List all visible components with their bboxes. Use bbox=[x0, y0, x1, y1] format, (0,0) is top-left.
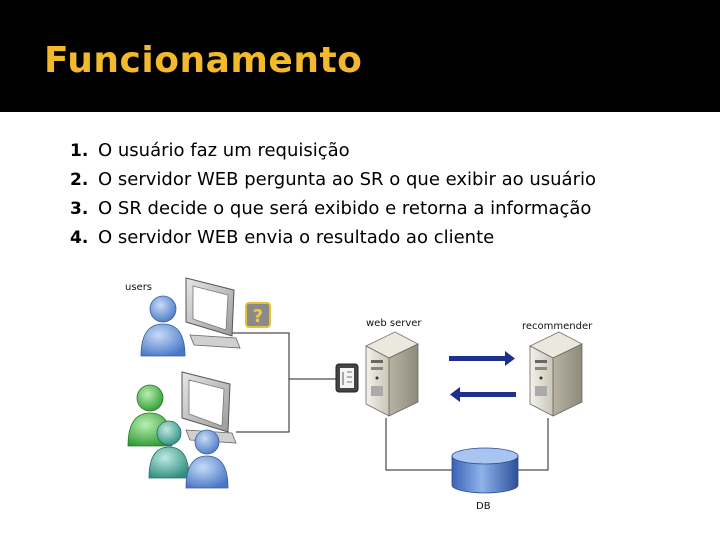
arrow-right-icon bbox=[449, 351, 515, 366]
page-title: Funcionamento bbox=[44, 40, 363, 81]
step-number: 3. bbox=[70, 199, 89, 219]
svg-text:?: ? bbox=[253, 306, 263, 327]
arrow-left-icon bbox=[450, 387, 516, 402]
step-number: 2. bbox=[70, 170, 89, 190]
step-number: 1. bbox=[70, 141, 89, 161]
step-number: 4. bbox=[70, 228, 89, 248]
step-text: O servidor WEB pergunta ao SR o que exib… bbox=[98, 169, 596, 190]
webserver-label: web server bbox=[366, 318, 422, 329]
step-text: O usuário faz um requisição bbox=[98, 140, 350, 161]
user-group-icon bbox=[127, 384, 229, 489]
step-item: 3. O SR decide o que será exibido e retor… bbox=[70, 198, 596, 227]
recommender-label: recommender bbox=[522, 321, 593, 332]
db-label: DB bbox=[476, 501, 491, 512]
user-icon bbox=[140, 295, 186, 357]
document-icon bbox=[335, 363, 359, 393]
steps-list: 1. O usuário faz um requisição 2. O servid… bbox=[70, 140, 596, 256]
web-server-icon bbox=[365, 331, 419, 417]
database-icon bbox=[451, 447, 519, 494]
users-label: users bbox=[125, 282, 152, 293]
question-mark-icon: ? bbox=[245, 302, 271, 328]
step-item: 1. O usuário faz um requisição bbox=[70, 140, 596, 169]
recommender-server-icon bbox=[529, 331, 583, 417]
header-bar: Funcionamento bbox=[0, 0, 720, 112]
step-text: O SR decide o que será exibido e retorna… bbox=[98, 198, 592, 219]
computer-icon bbox=[185, 277, 241, 349]
step-text: O servidor WEB envia o resultado ao clie… bbox=[98, 227, 495, 248]
step-item: 4. O servidor WEB envia o resultado ao cl… bbox=[70, 227, 596, 256]
step-item: 2. O servidor WEB pergunta ao SR o que ex… bbox=[70, 169, 596, 198]
